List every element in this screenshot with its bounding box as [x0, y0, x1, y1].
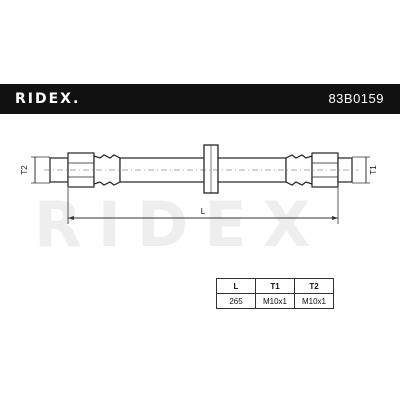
t2-label: T2: [20, 165, 29, 175]
spec-cell-t2: M10x1: [294, 293, 334, 309]
spec-col-length: L: [216, 278, 256, 294]
brand-logo: RIDEX.: [15, 91, 81, 107]
brand-watermark: RIDEX: [34, 188, 327, 261]
spec-table: L T1 T2 265 M10x1 M10x1: [216, 278, 334, 309]
part-number: 83B0159: [328, 91, 384, 106]
spec-col-t1: T1: [255, 278, 295, 294]
spec-col-t2: T2: [294, 278, 334, 294]
spec-table-header-row: L T1 T2: [216, 278, 334, 294]
header-bar: [0, 84, 400, 114]
spec-cell-length: 265: [216, 293, 256, 309]
length-label: L: [201, 207, 206, 216]
brake-hose-drawing: T2 T1 L: [20, 144, 378, 224]
table-row: 265 M10x1 M10x1: [216, 293, 334, 309]
t1-label: T1: [369, 165, 378, 175]
spec-cell-t1: M10x1: [255, 293, 295, 309]
